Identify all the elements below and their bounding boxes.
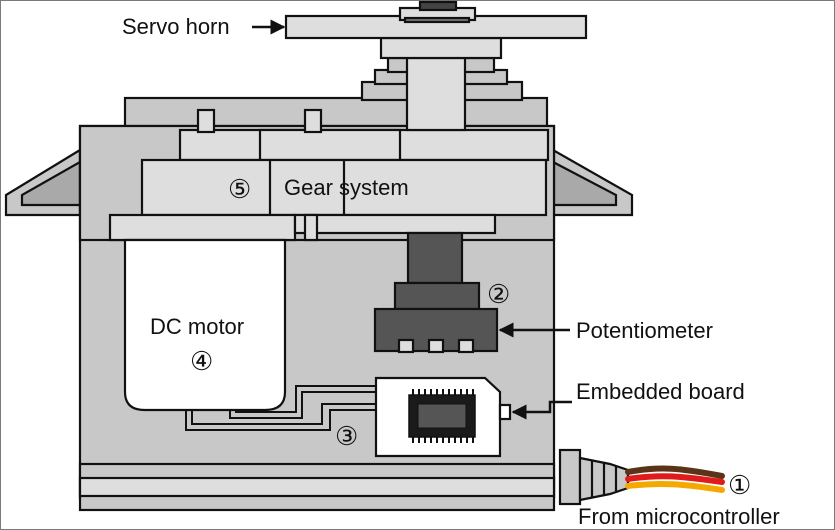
potentiometer-shaft: [406, 231, 464, 285]
dc-motor-label: DC motor: [150, 314, 244, 339]
marker-4: ④: [190, 347, 213, 377]
lower-gear-bar-right: [293, 213, 497, 235]
motor-wire-upper-2: [235, 385, 378, 413]
embedded-board-arrow: [511, 400, 572, 420]
output-shaft: [405, 56, 467, 132]
motor-wire-upper: [229, 391, 378, 419]
from-microcontroller-label: From microcontroller: [578, 504, 780, 529]
horn-screw: [418, 0, 458, 12]
ic-chip: [408, 389, 476, 443]
cable-gland: [558, 448, 582, 506]
pot-pin-2: [427, 338, 445, 354]
pot-pin-3: [457, 338, 475, 354]
potentiometer-cap: [393, 281, 481, 311]
lower-gear-spacer: [303, 213, 319, 242]
marker-2: ②: [487, 280, 510, 310]
pot-pin-1: [397, 338, 415, 354]
marker-5: ⑤: [228, 175, 251, 205]
lower-gear-bar: [108, 213, 297, 242]
wire-red: [625, 473, 725, 485]
dc-motor: [123, 238, 287, 412]
motor-wire-lower-2: [191, 403, 378, 425]
upper-gear-divider: [258, 128, 402, 162]
case-base-strip: [78, 476, 556, 498]
embedded-board-label: Embedded board: [576, 379, 745, 404]
marker-1: ①: [728, 471, 751, 501]
servo-horn-label: Servo horn: [122, 14, 230, 39]
wire-orange: [625, 480, 725, 493]
shaft-collar: [379, 36, 503, 60]
motor-wire-lower: [185, 409, 378, 431]
case-top-cover: [123, 96, 549, 130]
wire-brown: [625, 465, 725, 479]
gear-pin-left: [196, 108, 216, 134]
gear-pin-right: [303, 108, 323, 134]
horn-hub-mark-1: [403, 16, 471, 24]
potentiometer-label: Potentiometer: [576, 318, 713, 343]
gear-system-label: Gear system: [284, 175, 409, 200]
board-connector: [498, 403, 512, 421]
marker-3: ③: [335, 422, 358, 452]
